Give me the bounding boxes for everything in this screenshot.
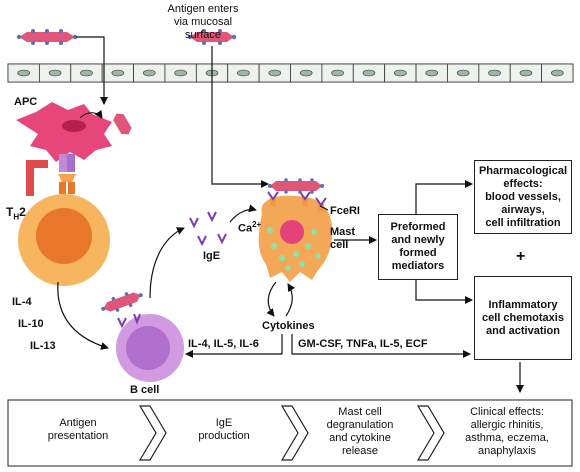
antigen-molecule [16, 29, 78, 45]
epithelial-nucleus [111, 69, 125, 77]
antigen-to-mast-arrow [211, 46, 269, 188]
epithelial-nucleus [299, 69, 313, 77]
cytokine-feedback-arrow [285, 283, 296, 317]
th2-cell [18, 194, 110, 286]
epithelial-nucleus [174, 69, 187, 77]
cytokines-label: Cytokines [262, 320, 315, 332]
ige-binding-arrow [229, 204, 257, 223]
inflammatory-box: Inflammatory cell chemotaxis and activat… [474, 276, 572, 360]
b-cytokine-arrow [185, 334, 283, 358]
costimulatory-receptor [26, 160, 48, 196]
flow-chevrons [138, 405, 445, 461]
il10-label: IL-10 [18, 318, 44, 330]
ige-label: IgE [203, 250, 221, 262]
il-signal-arrow [57, 281, 109, 350]
antigen-molecule [187, 29, 237, 45]
ige-production-arrow [149, 227, 185, 299]
epithelial-nucleus [48, 69, 62, 77]
il13-label: IL-13 [30, 340, 56, 352]
epithelial-nucleus [237, 69, 250, 77]
mediators-to-inflam-arrow [415, 278, 473, 304]
flow-step-4: Clinical effects: allergic rhinitis, ast… [465, 406, 549, 457]
epithelial-nucleus [80, 69, 93, 77]
b-cytokines-label: IL-4, IL-5, IL-6 [188, 338, 259, 350]
mast-cytokine-arrow [291, 334, 471, 358]
epithelial-nucleus [17, 69, 30, 77]
flow-step-1: Antigen presentation [47, 417, 109, 442]
epithelial-nucleus [488, 69, 501, 77]
il4-label: IL-4 [12, 296, 32, 308]
mhc-tcr-complex [58, 154, 76, 194]
mucosal-epithelium [7, 63, 574, 83]
apc-cell [16, 102, 132, 162]
antigen-entry-arrow [76, 36, 108, 105]
epithelial-nucleus [394, 69, 407, 77]
plus-sign: + [516, 248, 526, 265]
antigen-entry-label: Antigen enters via mucosal surface [167, 3, 239, 41]
b-cell [116, 313, 184, 382]
mast-cell [258, 191, 333, 282]
epithelial-nucleus [268, 69, 282, 77]
mediators-to-pharm-arrow [415, 180, 473, 214]
ige-molecules [189, 211, 227, 247]
antigen-molecule [101, 292, 143, 312]
antigen-molecule [268, 178, 324, 194]
b-cell-label: B cell [130, 384, 160, 396]
calcium-label: Ca2+ [238, 220, 262, 235]
cytokine-release-arrow [266, 281, 277, 317]
epithelial-nucleus [551, 69, 564, 77]
epithelial-nucleus [519, 69, 533, 77]
fceri-pointer [319, 205, 329, 211]
epithelial-nucleus [331, 69, 344, 77]
apc-label: APC [14, 96, 38, 108]
pharmacological-box: Pharmacological effects: blood vessels, … [474, 160, 572, 234]
flow-step-3: Mast cell degranulation and cytokine rel… [326, 406, 394, 457]
epithelial-nucleus [456, 69, 470, 77]
epithelial-nucleus [142, 69, 156, 77]
mediators-box: Preformed and newly formed mediators [378, 214, 458, 280]
mast-cell-label: Mast cell [330, 226, 356, 251]
flow-step-2: IgE production [198, 417, 250, 442]
epithelial-nucleus [425, 69, 439, 77]
fceri-label: FceRI [330, 205, 360, 217]
epithelial-nucleus [362, 69, 376, 77]
mast-cytokines-label: GM-CSF, TNFa, IL-5, ECF [298, 338, 428, 350]
th2-label: TH2 [6, 205, 26, 222]
